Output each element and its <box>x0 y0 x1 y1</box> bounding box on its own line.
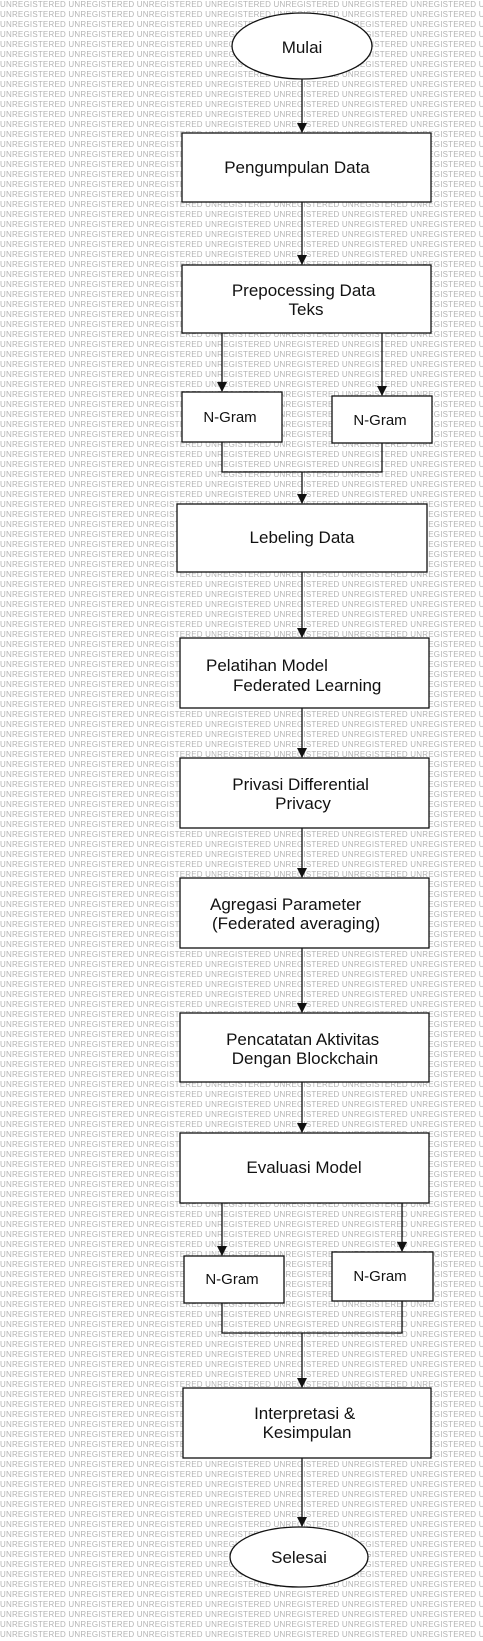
training-label-line-2: Federated Learning <box>233 676 381 695</box>
training-label-line-1: Pelatihan Model <box>206 656 328 675</box>
blockchain-record-label-line-2: Dengan Blockchain <box>232 1049 378 1068</box>
training-label: Pelatihan Model Federated Learning <box>206 656 381 695</box>
end-label: Selesai <box>271 1548 327 1567</box>
privacy-label: Privasi Differential Privacy <box>232 775 373 813</box>
preprocessing-label-line-2: Teks <box>289 300 324 319</box>
preprocessing-label-line-1: Prepocessing Data <box>232 281 376 300</box>
aggregation-label-line-1: Agregasi Parameter <box>210 895 362 914</box>
ngram-b-left-label: N-Gram <box>205 1271 258 1288</box>
blockchain-record-node: Pencatatan Aktivitas Dengan Blockchain <box>179 1012 430 1083</box>
evaluation-box <box>179 1132 430 1204</box>
privacy-label-line-1: Privasi Differential <box>232 775 369 794</box>
ngram-a-right-node: N-Gram <box>331 395 433 444</box>
preprocessing-box <box>181 264 432 334</box>
ngram-a-left-node: N-Gram <box>181 391 283 443</box>
interpretation-label-line-1: Interpretasi & <box>254 1404 356 1423</box>
labeling-label: Lebeling Data <box>250 528 355 547</box>
training-node: Pelatihan Model Federated Learning <box>179 637 430 709</box>
start-ellipse <box>231 12 373 80</box>
ngram-b-left-box <box>183 1255 285 1304</box>
start-node: Mulai <box>231 12 373 80</box>
connectors <box>217 78 407 1527</box>
ngram-b-right-node: N-Gram <box>331 1251 434 1302</box>
interpretation-node: Interpretasi & Kesimpulan <box>182 1387 432 1459</box>
ngram-b-right-box <box>331 1251 434 1302</box>
aggregation-box <box>179 877 430 949</box>
ngram-a-left-label: N-Gram <box>203 409 256 426</box>
interpretation-label: Interpretasi & Kesimpulan <box>254 1404 360 1442</box>
end-ellipse <box>229 1526 369 1588</box>
end-node: Selesai <box>229 1526 369 1588</box>
preprocessing-label: Prepocessing Data Teks <box>232 281 380 319</box>
connector-ngram-left-join <box>221 442 302 473</box>
ngram-b-left-node: N-Gram <box>183 1255 285 1304</box>
privacy-box <box>179 757 430 829</box>
ngram-a-right-label: N-Gram <box>353 412 406 429</box>
preprocessing-node: Prepocessing Data Teks <box>181 264 432 334</box>
collect-data-label: Pengumpulan Data <box>224 158 370 177</box>
privacy-label-line-2: Privacy <box>275 794 331 813</box>
blockchain-record-box <box>179 1012 430 1083</box>
connector-ngram-b-left-join <box>221 1303 302 1334</box>
start-label: Mulai <box>282 38 323 57</box>
blockchain-record-label-line-1: Pencatatan Aktivitas <box>226 1030 379 1049</box>
aggregation-label: Agregasi Parameter (Federated averaging) <box>210 895 380 933</box>
labeling-node: Lebeling Data <box>176 503 428 573</box>
interpretation-label-line-2: Kesimpulan <box>263 1423 352 1442</box>
collect-data-box <box>181 132 432 203</box>
privacy-node: Privasi Differential Privacy <box>179 757 430 829</box>
evaluation-label: Evaluasi Model <box>246 1158 361 1177</box>
ngram-a-right-box <box>331 395 433 444</box>
ngram-b-right-label: N-Gram <box>353 1268 406 1285</box>
connector-ngram-right-join <box>302 443 383 473</box>
interpretation-box <box>182 1387 432 1459</box>
aggregation-node: Agregasi Parameter (Federated averaging) <box>179 877 430 949</box>
connector-ngram-b-right-join <box>302 1301 403 1334</box>
collect-data-node: Pengumpulan Data <box>181 132 432 203</box>
training-box <box>179 637 430 709</box>
aggregation-label-line-2: (Federated averaging) <box>212 914 380 933</box>
blockchain-record-label: Pencatatan Aktivitas Dengan Blockchain <box>226 1030 384 1068</box>
labeling-box <box>176 503 428 573</box>
evaluation-node: Evaluasi Model <box>179 1132 430 1204</box>
ngram-a-left-box <box>181 391 283 443</box>
